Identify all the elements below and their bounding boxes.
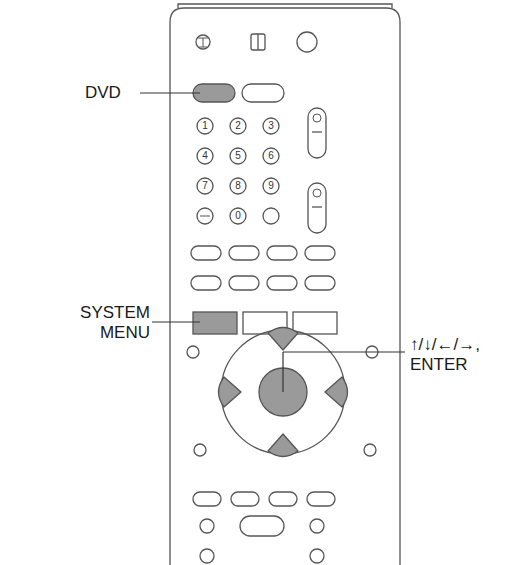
button-digit: 9 <box>264 180 278 192</box>
callout-label: SYSTEM MENU <box>58 303 150 344</box>
button-digit: 5 <box>231 150 245 162</box>
button-digit: 7 <box>198 180 212 192</box>
button-digit: 6 <box>264 150 278 162</box>
system-menu-button <box>193 312 237 334</box>
button-digit: 0 <box>231 210 245 222</box>
button-digit: 4 <box>198 150 212 162</box>
button-digit: 3 <box>264 120 278 132</box>
callout-label: DVD <box>85 83 145 103</box>
button-digit: 8 <box>231 180 245 192</box>
button-digit: 1 <box>198 120 212 132</box>
button-digit: 2 <box>231 120 245 132</box>
leader-line <box>140 92 200 93</box>
leader-line <box>152 321 200 322</box>
leader-line <box>282 352 283 392</box>
leader-line <box>283 351 405 352</box>
remote-body <box>170 8 400 565</box>
callout-label: ↑/↓/←/→, ENTER <box>410 335 510 376</box>
